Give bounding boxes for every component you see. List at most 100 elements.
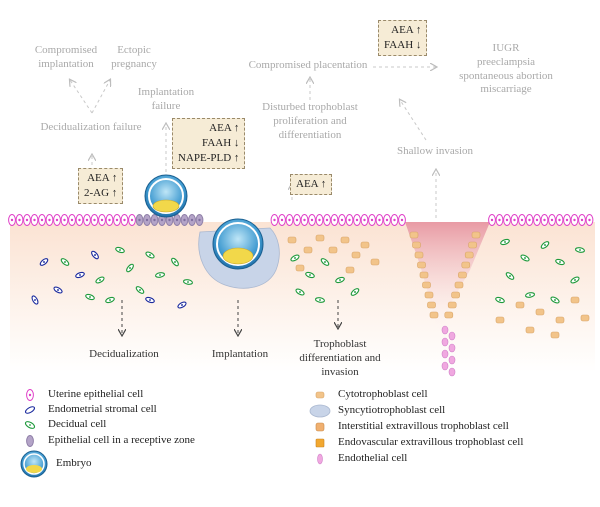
outcome-abortion: spontaneous abortion xyxy=(459,69,553,82)
cytotrophoblast-cell xyxy=(340,236,350,244)
decidual-cell xyxy=(295,288,305,296)
endometrial-stromal-cell xyxy=(91,250,99,260)
legend-label-interstitial-evt: Interstitial extravillous trophoblast ce… xyxy=(338,420,509,432)
legend-label-endovascular-evt: Endovascular extravillous trophoblast ce… xyxy=(338,436,524,448)
decidual-cell xyxy=(183,279,193,285)
cytotrophoblast-cell xyxy=(351,251,361,259)
decidual-cell xyxy=(60,258,70,266)
endothelial-cell xyxy=(441,337,449,347)
endometrial-stromal-cell xyxy=(53,286,63,294)
decidual-cell xyxy=(85,293,95,301)
decidual-cell xyxy=(95,276,105,284)
outcome-miscarriage: miscarriage xyxy=(480,83,532,96)
outcome-iugr: IUGR xyxy=(492,42,520,54)
label-implantation-failure: Implantation failure xyxy=(137,86,195,112)
decidual-cell xyxy=(505,272,515,280)
endovascular-evt-cell xyxy=(409,231,419,239)
stromal-cells xyxy=(31,231,590,377)
endovascular-evt-cell xyxy=(414,251,424,259)
outcome-preeclampsia: preeclampsia xyxy=(476,55,536,68)
decidual-cell xyxy=(105,296,115,304)
endometrial-stromal-cell xyxy=(75,271,85,279)
endothelial-cell-icon xyxy=(317,453,323,465)
decidual-cell xyxy=(290,254,300,262)
endovascular-evt-cell xyxy=(471,231,481,239)
endothelial-cell xyxy=(441,361,449,371)
uterine-epithelial-cell-icon xyxy=(26,389,34,401)
label-compromised-placentation: Compromised placentation xyxy=(248,59,368,71)
cytotrophoblast-cell-icon xyxy=(315,391,325,399)
decidual-cell xyxy=(575,247,585,253)
endothelial-cell xyxy=(441,349,449,359)
cytotrophoblast-cell xyxy=(515,301,525,309)
endothelial-cell xyxy=(448,343,456,353)
cytotrophoblast-cell xyxy=(495,316,505,324)
endometrial-stromal-cell xyxy=(39,258,49,266)
decidual-cell xyxy=(525,292,535,298)
decidual-cell xyxy=(350,288,360,296)
endometrial-stromal-cell xyxy=(145,296,155,304)
legend-label-uterine-epithelial-cell: Uterine epithelial cell xyxy=(48,388,144,400)
spiral-artery xyxy=(405,222,490,340)
legend-label-embryo: Embryo xyxy=(56,457,92,469)
decidual-cell xyxy=(126,263,134,273)
label-trophoblast-differentiation: Trophoblast differentiation and invasion xyxy=(299,338,381,378)
cytotrophoblast-cell xyxy=(550,331,560,339)
endovascular-evt-cell xyxy=(447,301,457,309)
cytotrophoblast-cell xyxy=(287,236,297,244)
legend-label-endometrial-stromal-cell: Endometrial stromal cell xyxy=(48,403,157,415)
label-ectopic-pregnancy: Ectopic pregnancy xyxy=(111,44,157,70)
label-decidualization-failure: Decidualization failure xyxy=(40,121,142,133)
endovascular-evt-cell xyxy=(427,301,436,309)
endovascular-evt-cell xyxy=(454,281,464,289)
endothelial-cell xyxy=(441,325,449,335)
endovascular-evt-cell xyxy=(468,241,477,249)
decidual-cell xyxy=(335,276,345,284)
endometrial-stromal-cell xyxy=(31,295,39,305)
embryo-implanting xyxy=(212,218,264,270)
decidual-cell xyxy=(540,241,550,249)
cytotrophoblast-cell xyxy=(315,234,325,242)
box-trophoblast: AEA ↑ xyxy=(290,174,333,195)
legend-label-receptive-epithelial-cell: Epithelial cell in a receptive zone xyxy=(48,434,195,446)
decidual-cell xyxy=(320,258,330,266)
endovascular-evt-cell xyxy=(422,281,431,289)
label-implantation: Implantation xyxy=(211,348,269,360)
box-decidualization: AEA ↑2-AG ↑ xyxy=(78,168,124,204)
box-implantation: AEA ↑FAAH ↓NAPE-PLD ↑ xyxy=(172,118,246,169)
decidual-cell xyxy=(155,272,165,278)
interstitial-evt-icon xyxy=(315,422,325,432)
decidual-cell xyxy=(115,246,125,254)
endometrial-stromal-cell-icon xyxy=(24,406,36,414)
endovascular-evt-cell xyxy=(412,241,421,249)
endovascular-evt-cell xyxy=(424,291,434,299)
box-placentation: AEA ↑FAAH ↓ xyxy=(378,20,428,56)
decidual-cell xyxy=(145,251,155,259)
legend-label-syncytiotrophoblast-cell: Syncytiotrophoblast cell xyxy=(338,404,446,416)
cytotrophoblast-cell xyxy=(570,296,580,304)
endometrial-stromal-cell xyxy=(177,301,187,309)
endovascular-evt-cell xyxy=(419,271,429,279)
decidual-cell xyxy=(555,258,565,266)
embryo-icon xyxy=(20,450,48,478)
label-shallow-invasion: Shallow invasion xyxy=(396,145,474,157)
endothelial-cell xyxy=(448,367,456,377)
endovascular-evt-cell xyxy=(417,261,426,269)
cytotrophoblast-cell xyxy=(295,264,305,272)
decidual-cell xyxy=(520,254,530,262)
decidual-cell xyxy=(495,296,505,304)
label-decidualization: Decidualization xyxy=(89,348,159,360)
legend-icons xyxy=(20,389,331,478)
cytotrophoblast-cell xyxy=(360,241,370,249)
legend-label-cytotrophoblast-cell: Cytotrophoblast cell xyxy=(338,388,428,400)
cytotrophoblast-cell xyxy=(328,246,338,254)
endovascular-evt-cell xyxy=(458,271,467,279)
decidual-cell xyxy=(315,297,325,303)
decidual-cell-icon xyxy=(24,421,36,429)
endovascular-evt-cell xyxy=(451,291,460,299)
uterine-epithelium xyxy=(8,214,594,226)
cytotrophoblast-cell xyxy=(370,258,380,266)
decidual-cell xyxy=(550,296,560,304)
label-outcomes: IUGR preeclampsia spontaneous abortion m… xyxy=(446,42,566,97)
